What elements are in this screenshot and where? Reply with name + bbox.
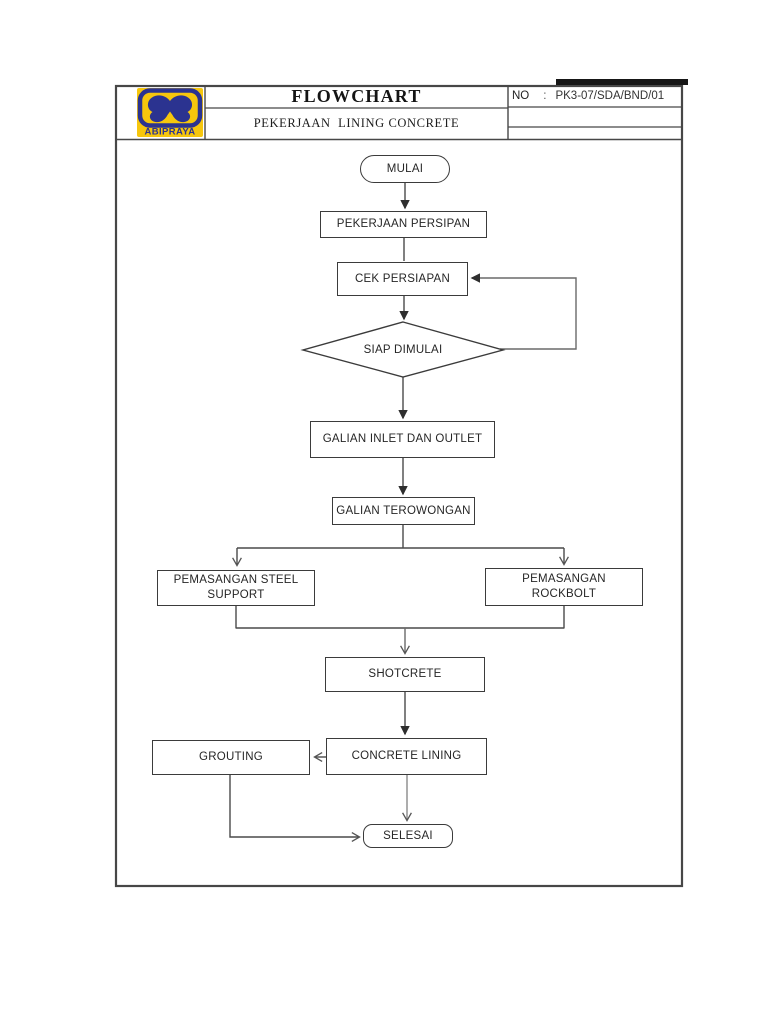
node-cek-persiapan: CEK PERSIAPAN [337,262,468,296]
logo-emblem [147,95,193,123]
doc-number-value: PK3-07/SDA/BND/01 [555,90,665,102]
doc-number-label: NO [512,90,530,102]
abipraya-logo: ABIPRAYA [137,88,203,138]
node-galian-terowongan: GALIAN TEROWONGAN [332,497,475,525]
doc-number-separator: : [543,90,547,102]
node-mulai: MULAI [360,155,450,183]
node-concrete-lining: CONCRETE LINING [326,738,487,775]
doc-number-row: NO : PK3-07/SDA/BND/01 [508,85,683,107]
logo-border [137,88,203,128]
page-subtitle: PEKERJAAN LINING CONCRETE [253,116,460,130]
document-frame [114,84,684,888]
node-siap-dimulai-shape [300,321,506,378]
node-grouting: GROUTING [152,740,310,775]
node-shotcrete: SHOTCRETE [325,657,485,692]
page-title: FLOWCHART [291,86,422,106]
node-selesai: SELESAI [363,824,453,848]
node-pemasangan-rockbolt: PEMASANGAN ROCKBOLT [485,568,643,606]
scan-artifact-bar [556,79,688,85]
node-galian-inlet-dan-outlet: GALIAN INLET DAN OUTLET [310,421,495,458]
logo-text: ABIPRAYA [144,127,195,138]
node-siap-dimulai-label: SIAP DIMULAI [363,344,443,356]
node-pekerjaan-persipan: PEKERJAAN PERSIPAN [320,211,487,238]
node-pemasangan-steel-support: PEMASANGAN STEEL SUPPORT [157,570,315,606]
